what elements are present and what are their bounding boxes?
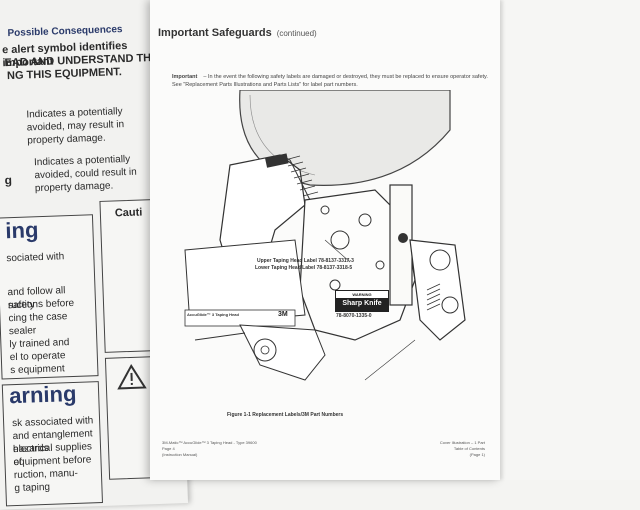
sharp-knife-label: WARNING Sharp Knife — [335, 290, 389, 312]
lower-label-callout: Lower Taping Head Label 78-8137-3318-5 — [255, 265, 353, 271]
footer-right: Cover Illustration – 1 Part Table of Con… — [439, 440, 485, 457]
left-page-header: Possible Consequences — [7, 24, 123, 40]
warning-text: WARNING — [336, 291, 388, 298]
sharp-knife-part-number: 78-8070-1335-0 — [336, 313, 372, 319]
left-section-line-9: s equipment — [10, 363, 65, 377]
right-page: Important Safeguards (continued) Importan… — [150, 0, 500, 480]
left-section-line-5: cing the case sealer — [8, 311, 68, 338]
left-caution-box-title: Cauti — [114, 206, 143, 220]
page-title-text: Important Safeguards — [158, 27, 272, 39]
3m-logo: 3M — [278, 311, 288, 318]
left-intro-line-3: NG THIS EQUIPMENT. — [6, 66, 123, 83]
left-section-heading: ing — [4, 217, 39, 244]
left-warning-box: ing sociated with and follow all safety … — [0, 214, 99, 380]
left-side-letter: g — [4, 173, 13, 188]
taping-head-illustration — [184, 90, 466, 381]
important-text: – In the event the following safety labe… — [172, 74, 488, 88]
page-title-sub: (continued) — [276, 29, 317, 38]
upper-label-callout: Upper Taping Head Label 78-8137-3317-3 — [257, 258, 354, 264]
sharp-knife-text: Sharp Knife — [342, 300, 382, 307]
left-bottom-heading: arning — [8, 380, 77, 409]
left-bottom-caution-box — [104, 355, 182, 480]
left-section-line-1: sociated with — [6, 251, 65, 265]
accuglide-plate-text: AccuGlide™ 3 Taping Head — [187, 312, 239, 317]
footer-left: 3M-Matic™ AccuGlide™ 3 Taping Head - Typ… — [162, 440, 257, 457]
left-bottom-line-6: g taping — [14, 481, 51, 495]
important-label: Important — [172, 74, 198, 80]
important-note: Important– In the event the following sa… — [172, 73, 490, 89]
left-caution-line-3: property damage. — [34, 180, 114, 195]
warning-triangle-icon — [117, 363, 147, 390]
photo-scene: Possible Consequences e alert symbol ide… — [0, 0, 500, 507]
left-bottom-warning-box: arning sk associated with and entangleme… — [1, 380, 103, 507]
page-title: Important Safeguards (continued) — [158, 27, 317, 39]
figure-caption: Figure 1-1 Replacement Labels/3M Part Nu… — [227, 412, 344, 418]
left-warning-line-3: property damage. — [27, 132, 106, 147]
left-page: Possible Consequences e alert symbol ide… — [0, 0, 189, 510]
